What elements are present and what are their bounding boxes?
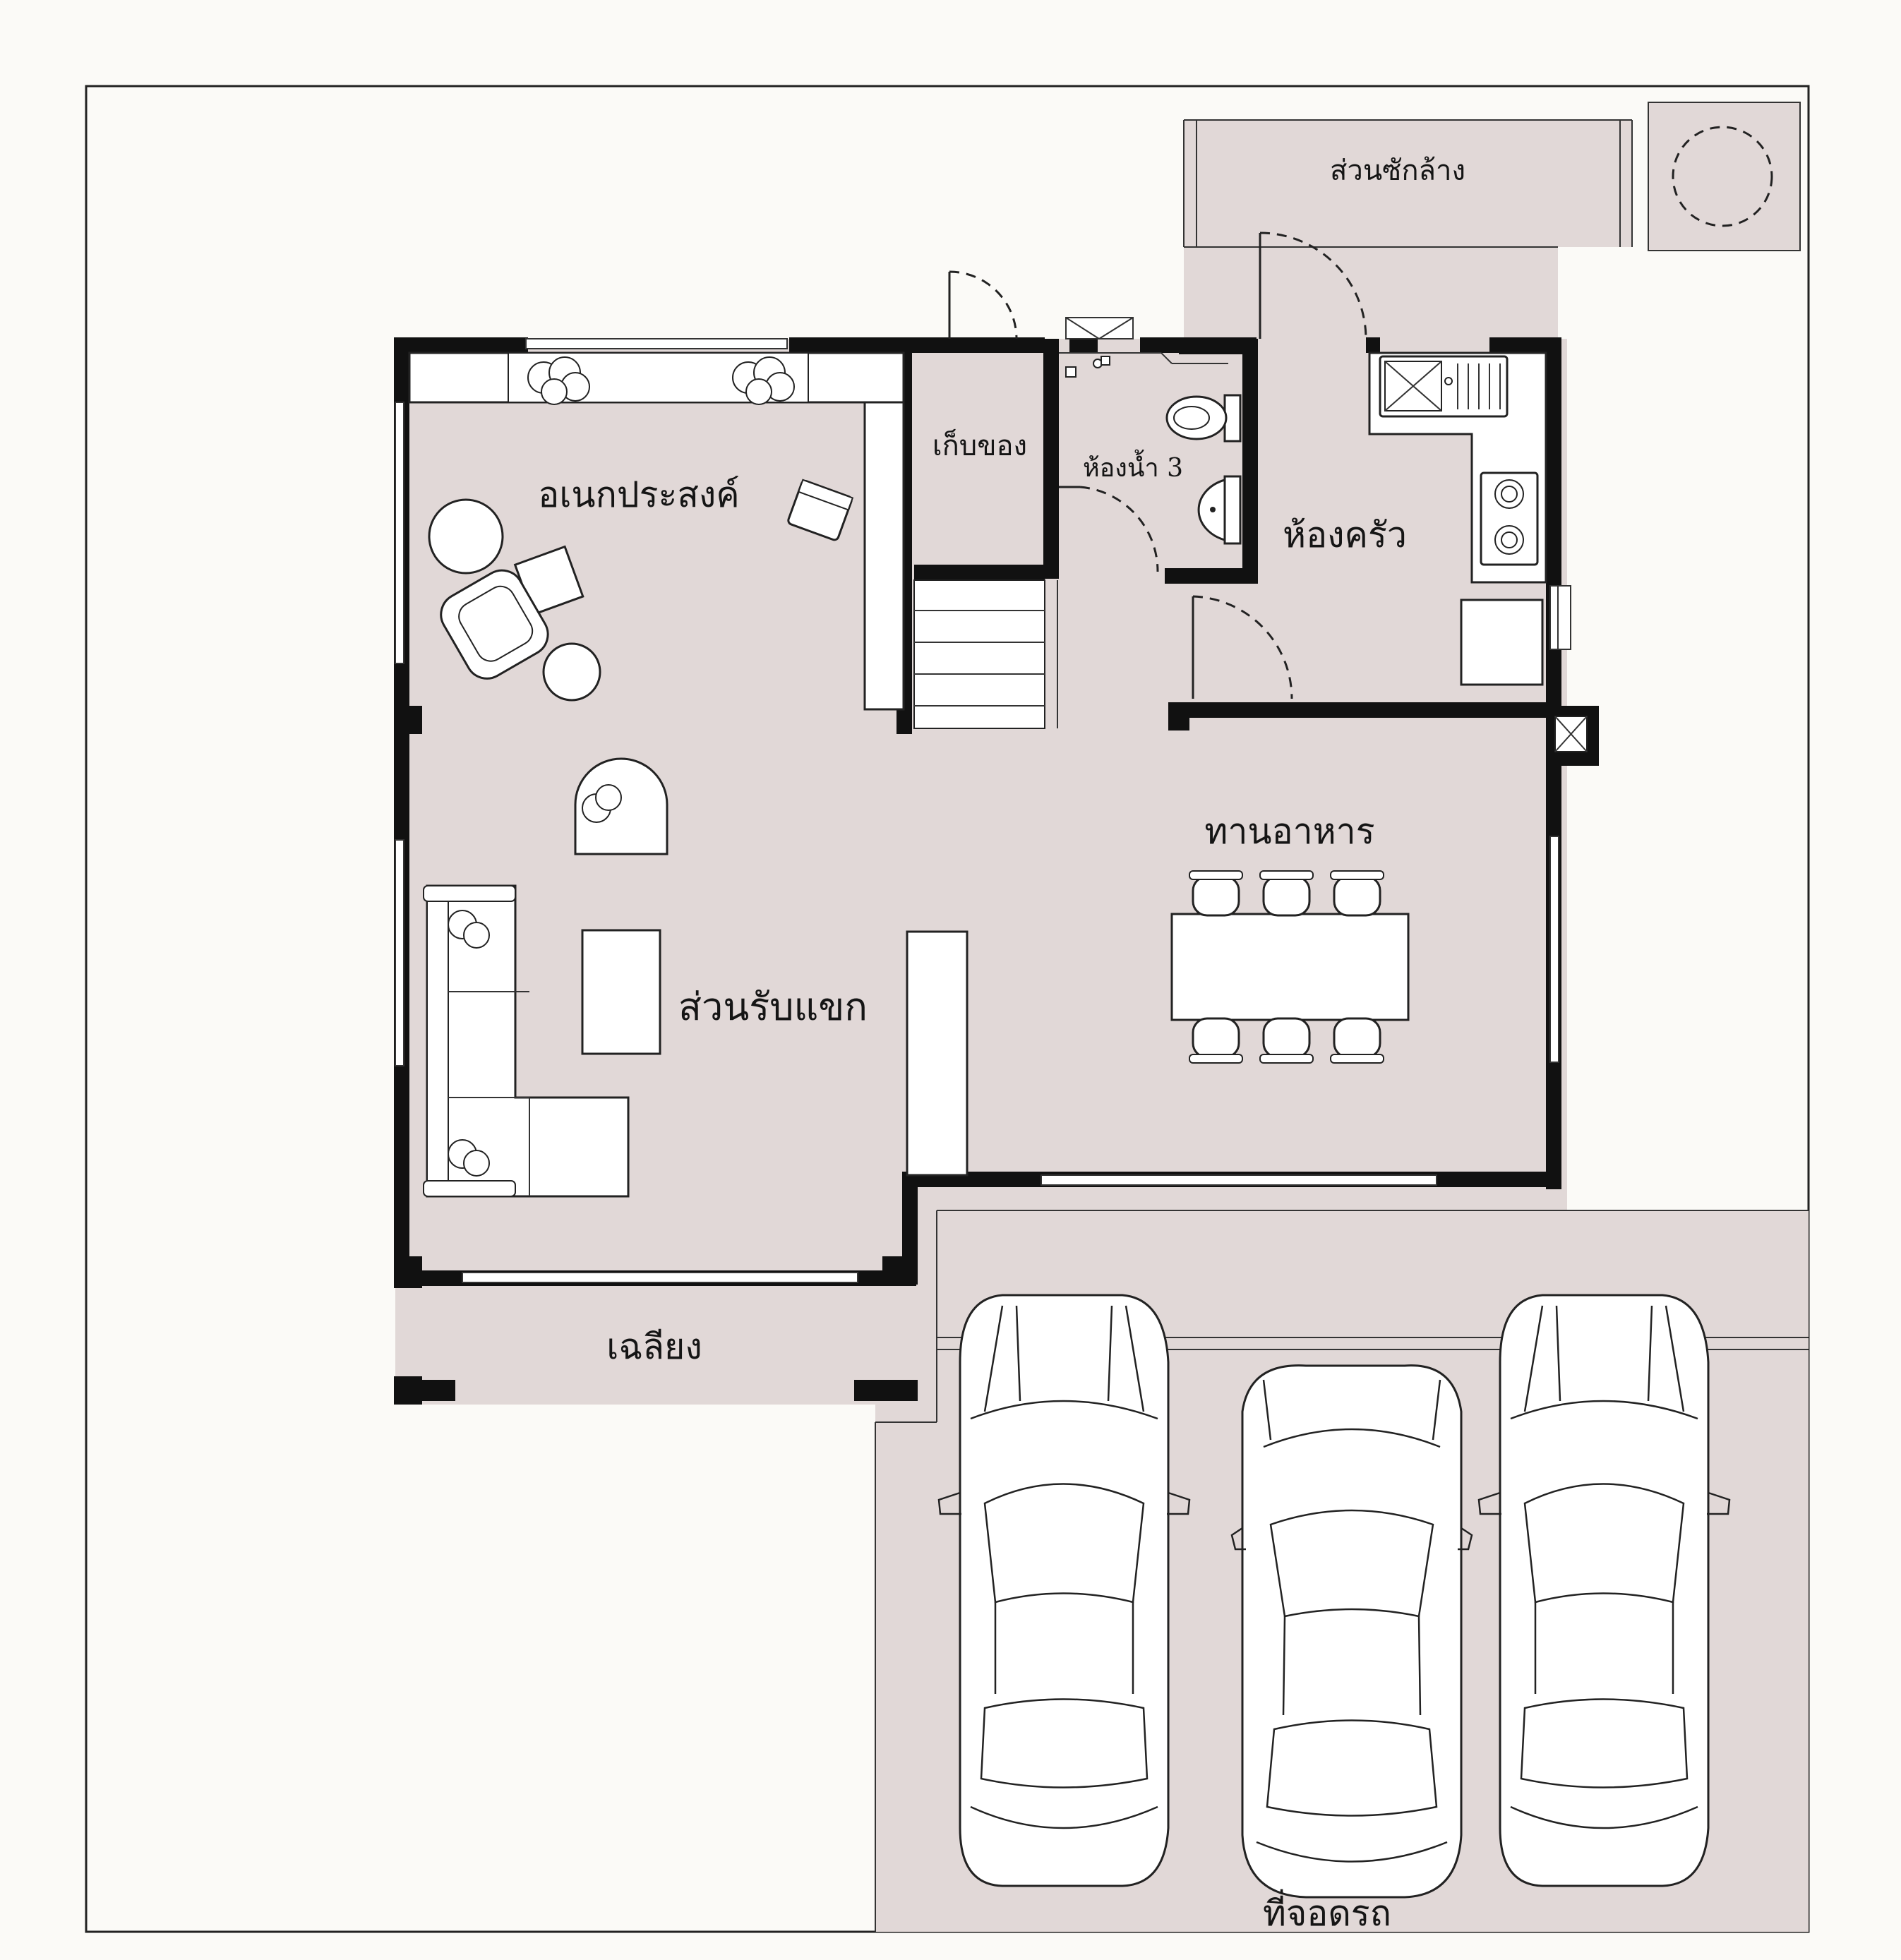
sink-icon <box>1379 355 1509 418</box>
porch-floor <box>395 1292 918 1405</box>
plant-icon <box>732 356 795 405</box>
coffee-table <box>581 929 661 1055</box>
sofa <box>423 884 630 1198</box>
room-label-laundry: ส่วนซักล้าง <box>1330 155 1465 187</box>
room-label-storage: เก็บของ <box>932 428 1027 462</box>
laundry-floor-ext <box>1184 247 1558 339</box>
laundry-floor <box>1184 120 1632 247</box>
armchair <box>440 569 549 680</box>
armchair <box>574 757 668 855</box>
room-label-multipurpose: อเนกประสงค์ <box>538 474 739 515</box>
room-label-living: ส่วนรับแขก <box>678 985 868 1029</box>
water-tank <box>1672 126 1773 227</box>
room-label-porch: เฉลียง <box>606 1326 702 1367</box>
dining-chairs <box>1189 870 1384 1064</box>
room-label-dining: ทานอาหาร <box>1204 811 1374 852</box>
plant-icon <box>527 356 590 405</box>
car-left <box>937 1294 1191 1887</box>
room-label-parking: ที่จอดรถ <box>1263 1889 1391 1934</box>
water-tank-pad <box>1648 102 1801 251</box>
room-label-bathroom: ห้องน้ำ 3 <box>1083 449 1183 483</box>
dining-table <box>1170 913 1410 1021</box>
car-right <box>1477 1294 1731 1887</box>
refrigerator-icon <box>1460 599 1544 686</box>
tv-cabinet <box>906 930 969 1177</box>
reading-chair <box>787 479 854 541</box>
stove-icon <box>1480 471 1539 566</box>
sink-icon <box>1197 475 1242 545</box>
toilet-icon <box>1165 394 1242 443</box>
round-stool <box>542 642 601 702</box>
round-table <box>428 498 504 575</box>
room-label-kitchen: ห้องครัว <box>1283 515 1407 555</box>
car-center <box>1230 1364 1473 1899</box>
